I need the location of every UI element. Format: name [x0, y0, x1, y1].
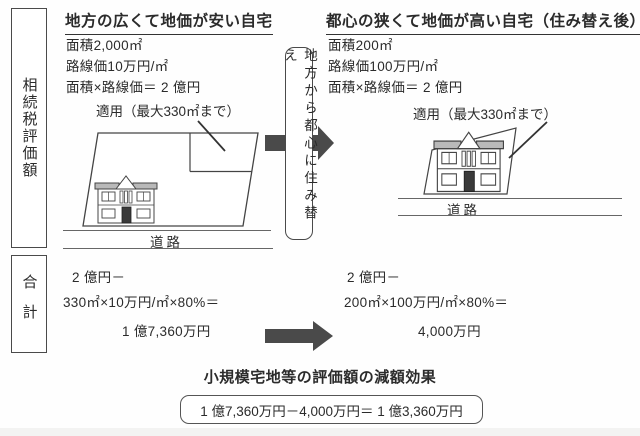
left-area-line: 面積2,000㎡	[66, 38, 143, 53]
left-road-lower-line	[63, 248, 273, 249]
right-calc-line1: 2 億円－	[347, 270, 401, 285]
page-edge-strip	[0, 428, 640, 436]
left-calc-line2: 330㎡×10万円/㎡×80%＝	[63, 295, 220, 310]
right-calc-result: 4,000万円	[418, 324, 481, 339]
evaluation-label-box: 相続税評価額	[11, 8, 47, 248]
result-formula: 1 億7,360万円－4,000万円＝ 1 億3,360万円	[200, 403, 463, 419]
right-calc-line2: 200㎡×100万円/㎡×80%＝	[344, 295, 509, 310]
house-icon	[94, 175, 158, 224]
left-apply-note: 適用（最大330㎡まで）	[96, 104, 241, 119]
arrow-right-icon	[265, 321, 333, 351]
total-label: 合計	[20, 274, 38, 334]
right-apply-note: 適用（最大330㎡まで）	[413, 107, 558, 122]
right-road-label: 道路	[447, 203, 480, 218]
right-area-line: 面積200㎡	[328, 38, 393, 53]
left-road-upper-line	[63, 230, 271, 231]
total-label-box: 合計	[11, 255, 47, 353]
left-valuation-line: 面積×路線価＝ 2 億円	[66, 80, 201, 95]
transition-label: 地方から都心に住み替え	[282, 48, 317, 223]
left-plot-illustration	[82, 120, 259, 227]
left-calc-result: 1 億7,360万円	[122, 324, 211, 339]
transition-box: 地方から都心に住み替え	[282, 47, 317, 240]
left-road-label: 道路	[150, 235, 183, 250]
result-formula-box: 1 億7,360万円－4,000万円＝ 1 億3,360万円	[180, 395, 483, 424]
left-panel-title: 地方の広くて地価が安い自宅	[65, 9, 273, 35]
right-road-upper-line	[398, 198, 622, 199]
right-valuation-line: 面積×路線価＝ 2 億円	[328, 80, 463, 95]
right-panel-title: 都心の狭くて地価が高い自宅（住み替え後）	[326, 9, 640, 35]
footer-caption: 小規模宅地等の評価額の減額効果	[203, 369, 437, 386]
right-road-lower-line	[398, 215, 622, 216]
right-plot-illustration	[423, 121, 548, 195]
house-icon	[433, 131, 505, 193]
left-roadprice-line: 路線価10万円/㎡	[66, 59, 169, 74]
evaluation-label: 相続税評価額	[20, 77, 38, 179]
right-roadprice-line: 路線価100万円/㎡	[328, 59, 439, 74]
apply-pointer-line-right	[508, 121, 548, 159]
apply-pointer-line	[197, 120, 226, 152]
left-calc-line1: 2 億円－	[72, 270, 126, 285]
